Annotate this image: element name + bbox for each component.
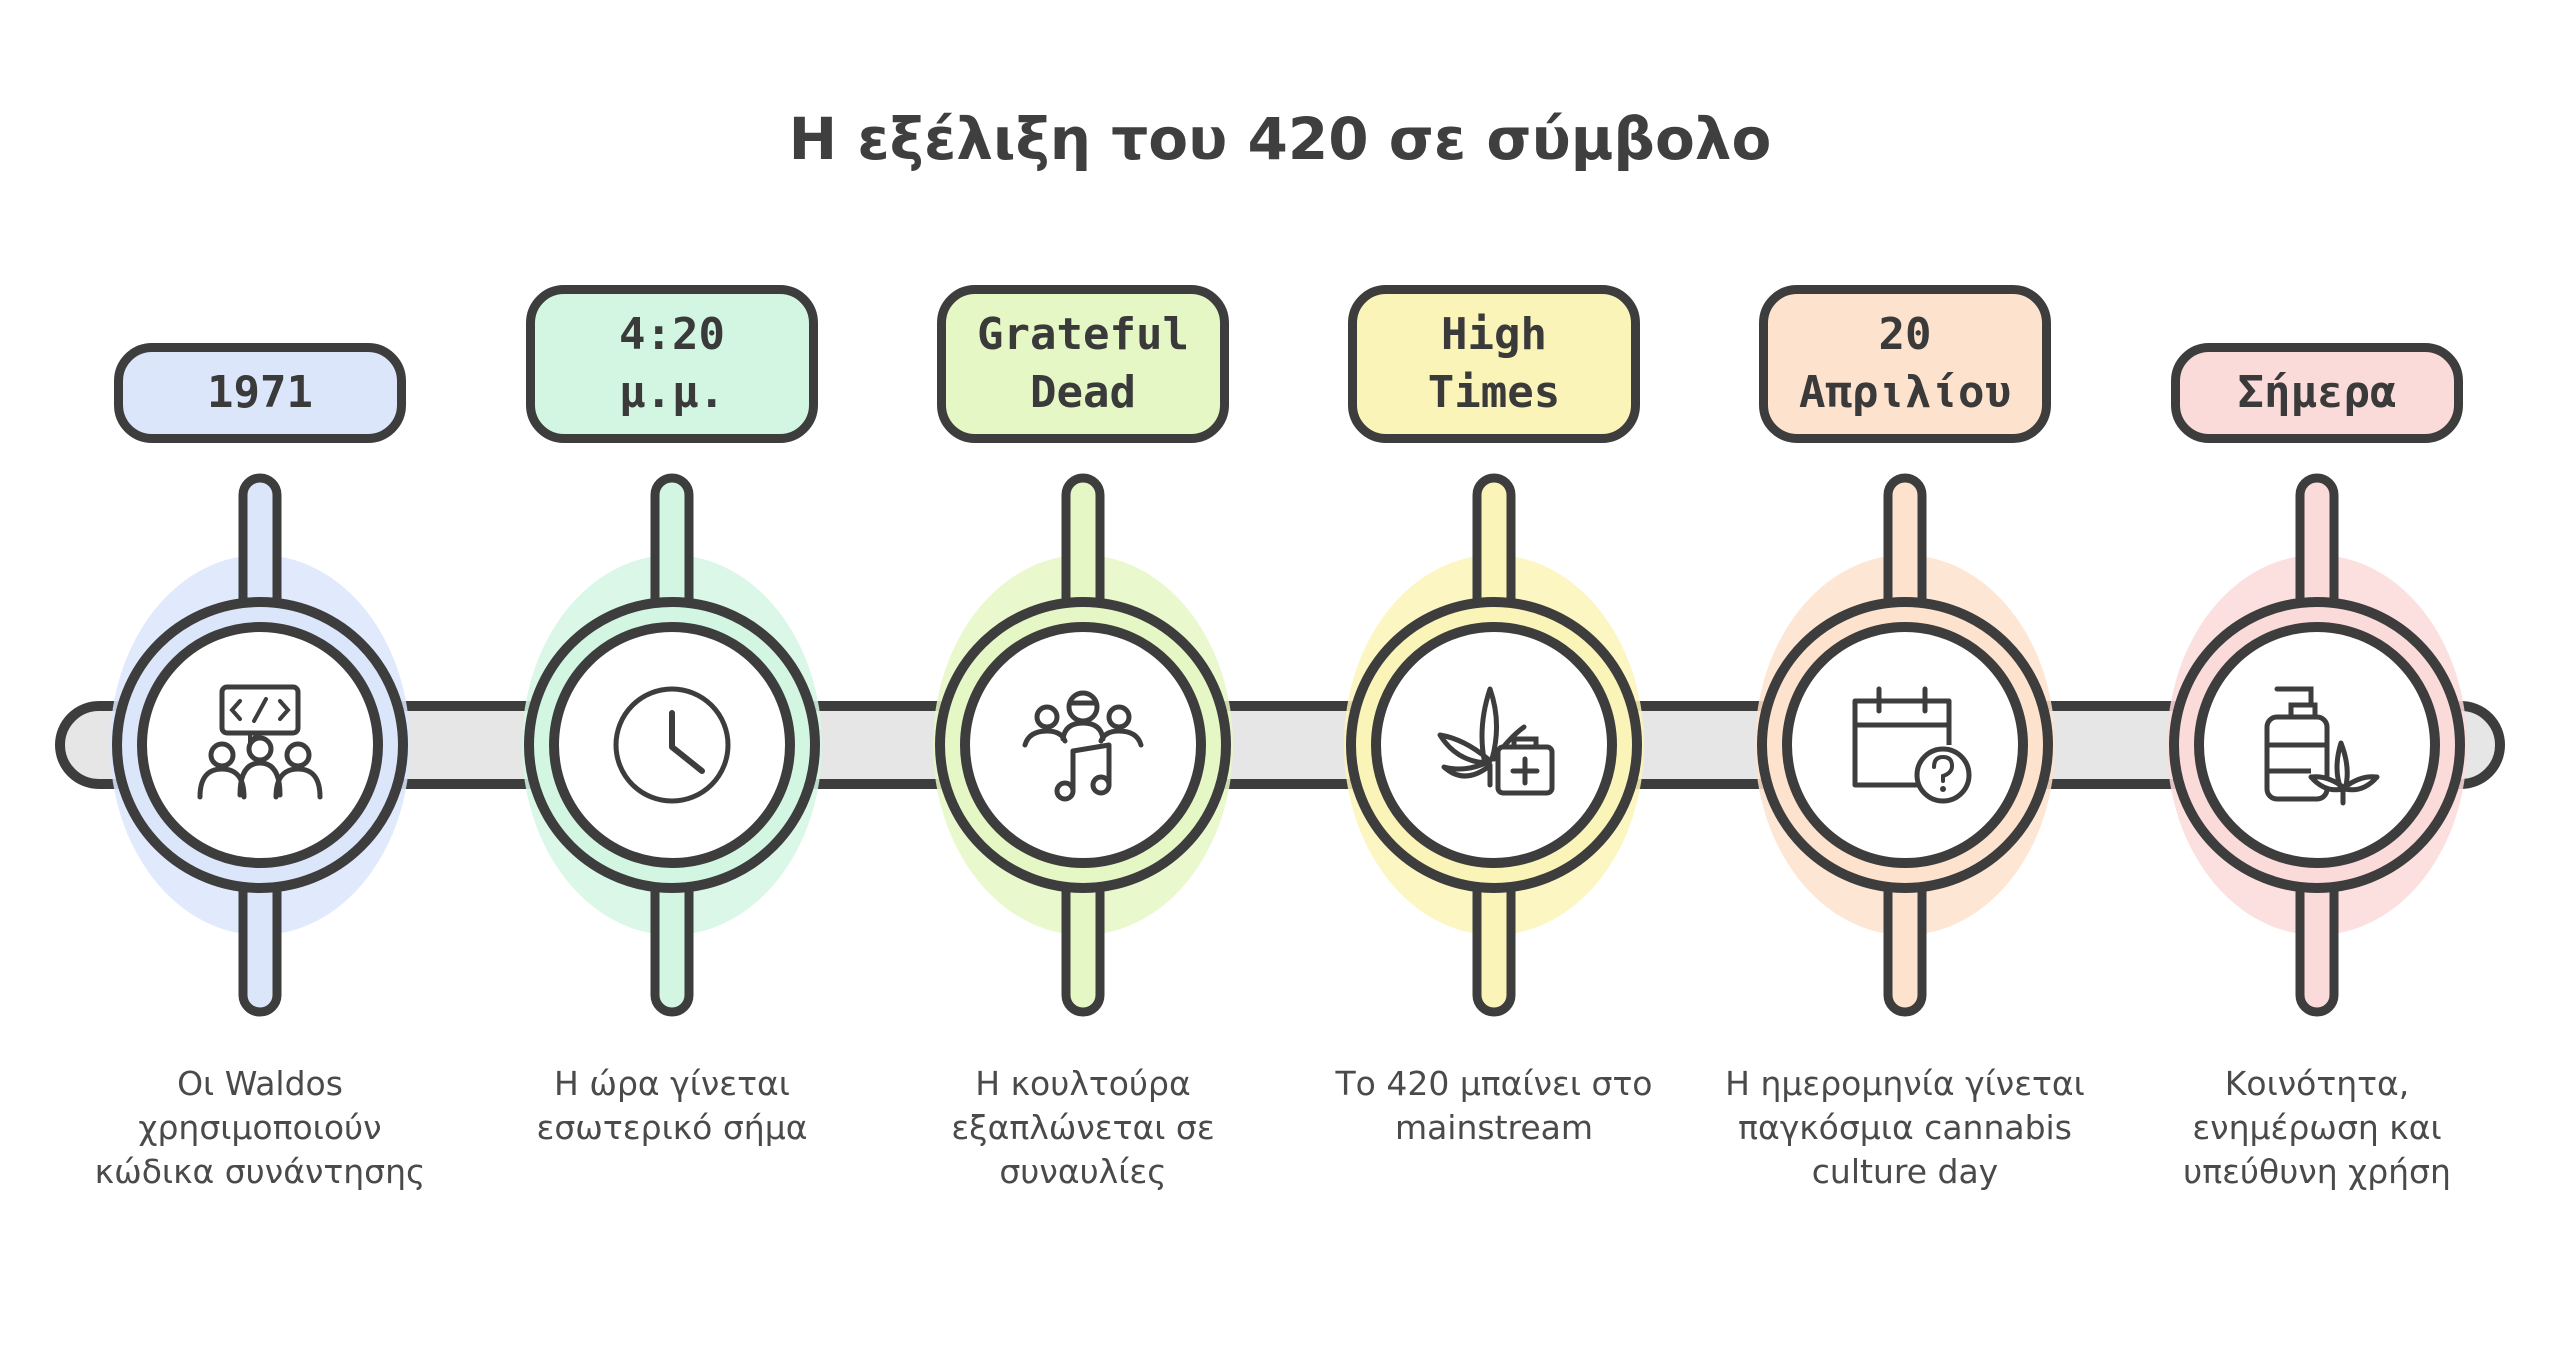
milestone-description-2: Η ώρα γίνεται εσωτερικό σήμα (536, 1064, 808, 1147)
clock-icon (613, 686, 731, 804)
calendar-question-icon (1852, 686, 1972, 804)
milestone-label-4: High Times (1348, 285, 1640, 443)
lotion-cannabis-icon (2264, 686, 2380, 806)
node-inner-disc (137, 622, 383, 868)
node-inner-disc (960, 622, 1206, 868)
milestone-node-3 (933, 473, 1233, 1017)
milestone-node-5 (1755, 473, 2055, 1017)
node-inner-disc (1782, 622, 2028, 868)
milestone-description-1: Οι Waldos χρησιμοποιούν κώδικα συνάντηση… (94, 1064, 426, 1191)
milestone-node-6 (2167, 473, 2467, 1017)
milestone-label-5: 20 Απριλίου (1759, 285, 2051, 443)
milestone-description-4: Το 420 μπαίνει στο mainstream (1335, 1064, 1653, 1147)
coding-team-icon (197, 684, 323, 800)
milestone-label-3: Grateful Dead (937, 285, 1229, 443)
concert-crowd-music-icon (1022, 690, 1144, 802)
milestone-label-6: Σήμερα (2171, 343, 2463, 443)
milestone-node-1 (110, 473, 410, 1017)
milestone-node-4 (1344, 473, 1644, 1017)
milestone-description-5: Η ημερομηνία γίνεται παγκόσμια cannabis … (1725, 1064, 2085, 1191)
page-title: Η εξέλιξη του 420 σε σύμβολο (788, 105, 1772, 173)
milestone-label-2: 4:20 μ.μ. (526, 285, 818, 443)
milestone-label-1: 1971 (114, 343, 406, 443)
milestone-description-6: Κοινότητα, ενημέρωση και υπεύθυνη χρήση (2183, 1064, 2451, 1191)
cannabis-medical-kit-icon (1437, 686, 1555, 796)
timeline-track (55, 701, 2505, 789)
milestone-node-2 (522, 473, 822, 1017)
milestone-description-3: Η κουλτούρα εξαπλώνεται σε συναυλίες (951, 1064, 1215, 1191)
